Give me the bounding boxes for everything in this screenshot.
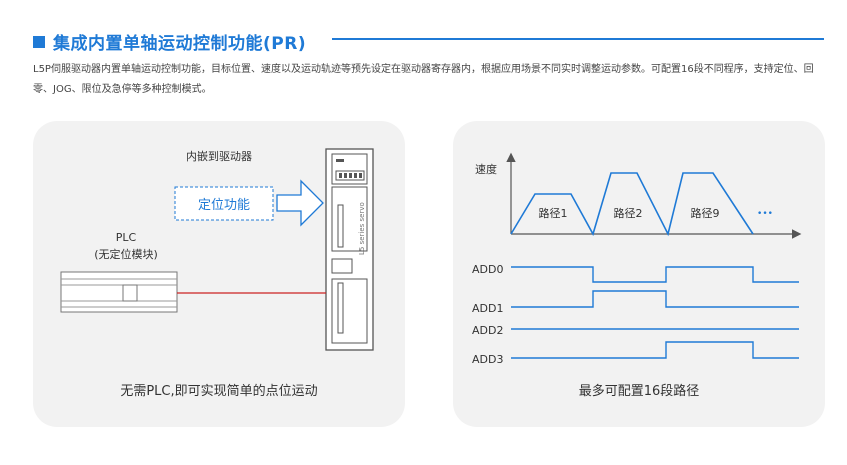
path-label-1: 路径1: [539, 207, 568, 220]
signal-label-add2: ADD2: [472, 324, 503, 337]
signal-label-add0: ADD0: [472, 263, 503, 276]
title-divider: [332, 38, 824, 40]
velocity-profile: [510, 172, 754, 237]
description-paragraph: L5P伺服驱动器内置单轴运动控制功能，目标位置、速度以及运动轨迹等预先设定在驱动…: [33, 64, 814, 95]
right-caption: 最多可配置16段路径: [578, 384, 700, 399]
plc-sublabel: (无定位模块): [94, 247, 158, 261]
function-box: [174, 186, 274, 221]
path-timing-diagram: 速度 路径1 路径2 路径9 ••• ADD0 ADD1 ADD2 ADD3: [472, 152, 802, 366]
right-panel: 速度 路径1 路径2 路径9 ••• ADD0 ADD1 ADD2 ADD3 最…: [453, 121, 825, 427]
section-title: 集成内置单轴运动控制功能(PR): [33, 29, 306, 54]
path-label-2: 路径2: [614, 207, 643, 220]
left-caption: 无需PLC,即可实现简单的点位运动: [120, 384, 318, 399]
title-square-icon: [33, 35, 45, 48]
signal-wave-add1: [511, 290, 799, 308]
page-title: 集成内置单轴运动控制功能(PR): [53, 34, 307, 54]
plc-drive-diagram: 内嵌到驱动器 定位功能 L5 series servo PLC (无定位模块): [60, 148, 374, 351]
arrow-right-icon: [276, 179, 324, 227]
signal-label-add3: ADD3: [472, 353, 503, 366]
plc-label: PLC: [116, 231, 137, 244]
speed-axis-label: 速度: [475, 162, 497, 176]
servo-drive-icon: L5 series servo: [325, 148, 374, 351]
drive-label: 内嵌到驱动器: [186, 149, 252, 163]
path-label-9: 路径9: [691, 207, 720, 220]
left-panel: 内嵌到驱动器 定位功能 L5 series servo PLC (无定位模块): [33, 121, 405, 427]
function-label: 定位功能: [198, 198, 250, 213]
plc-device-icon: [60, 271, 178, 313]
signal-wave-add0: [511, 266, 799, 283]
signal-wave-add3: [511, 341, 799, 359]
drive-side-text: L5 series servo: [358, 202, 366, 255]
more-paths-ellipsis: •••: [757, 209, 773, 219]
signal-label-add1: ADD1: [472, 302, 503, 315]
